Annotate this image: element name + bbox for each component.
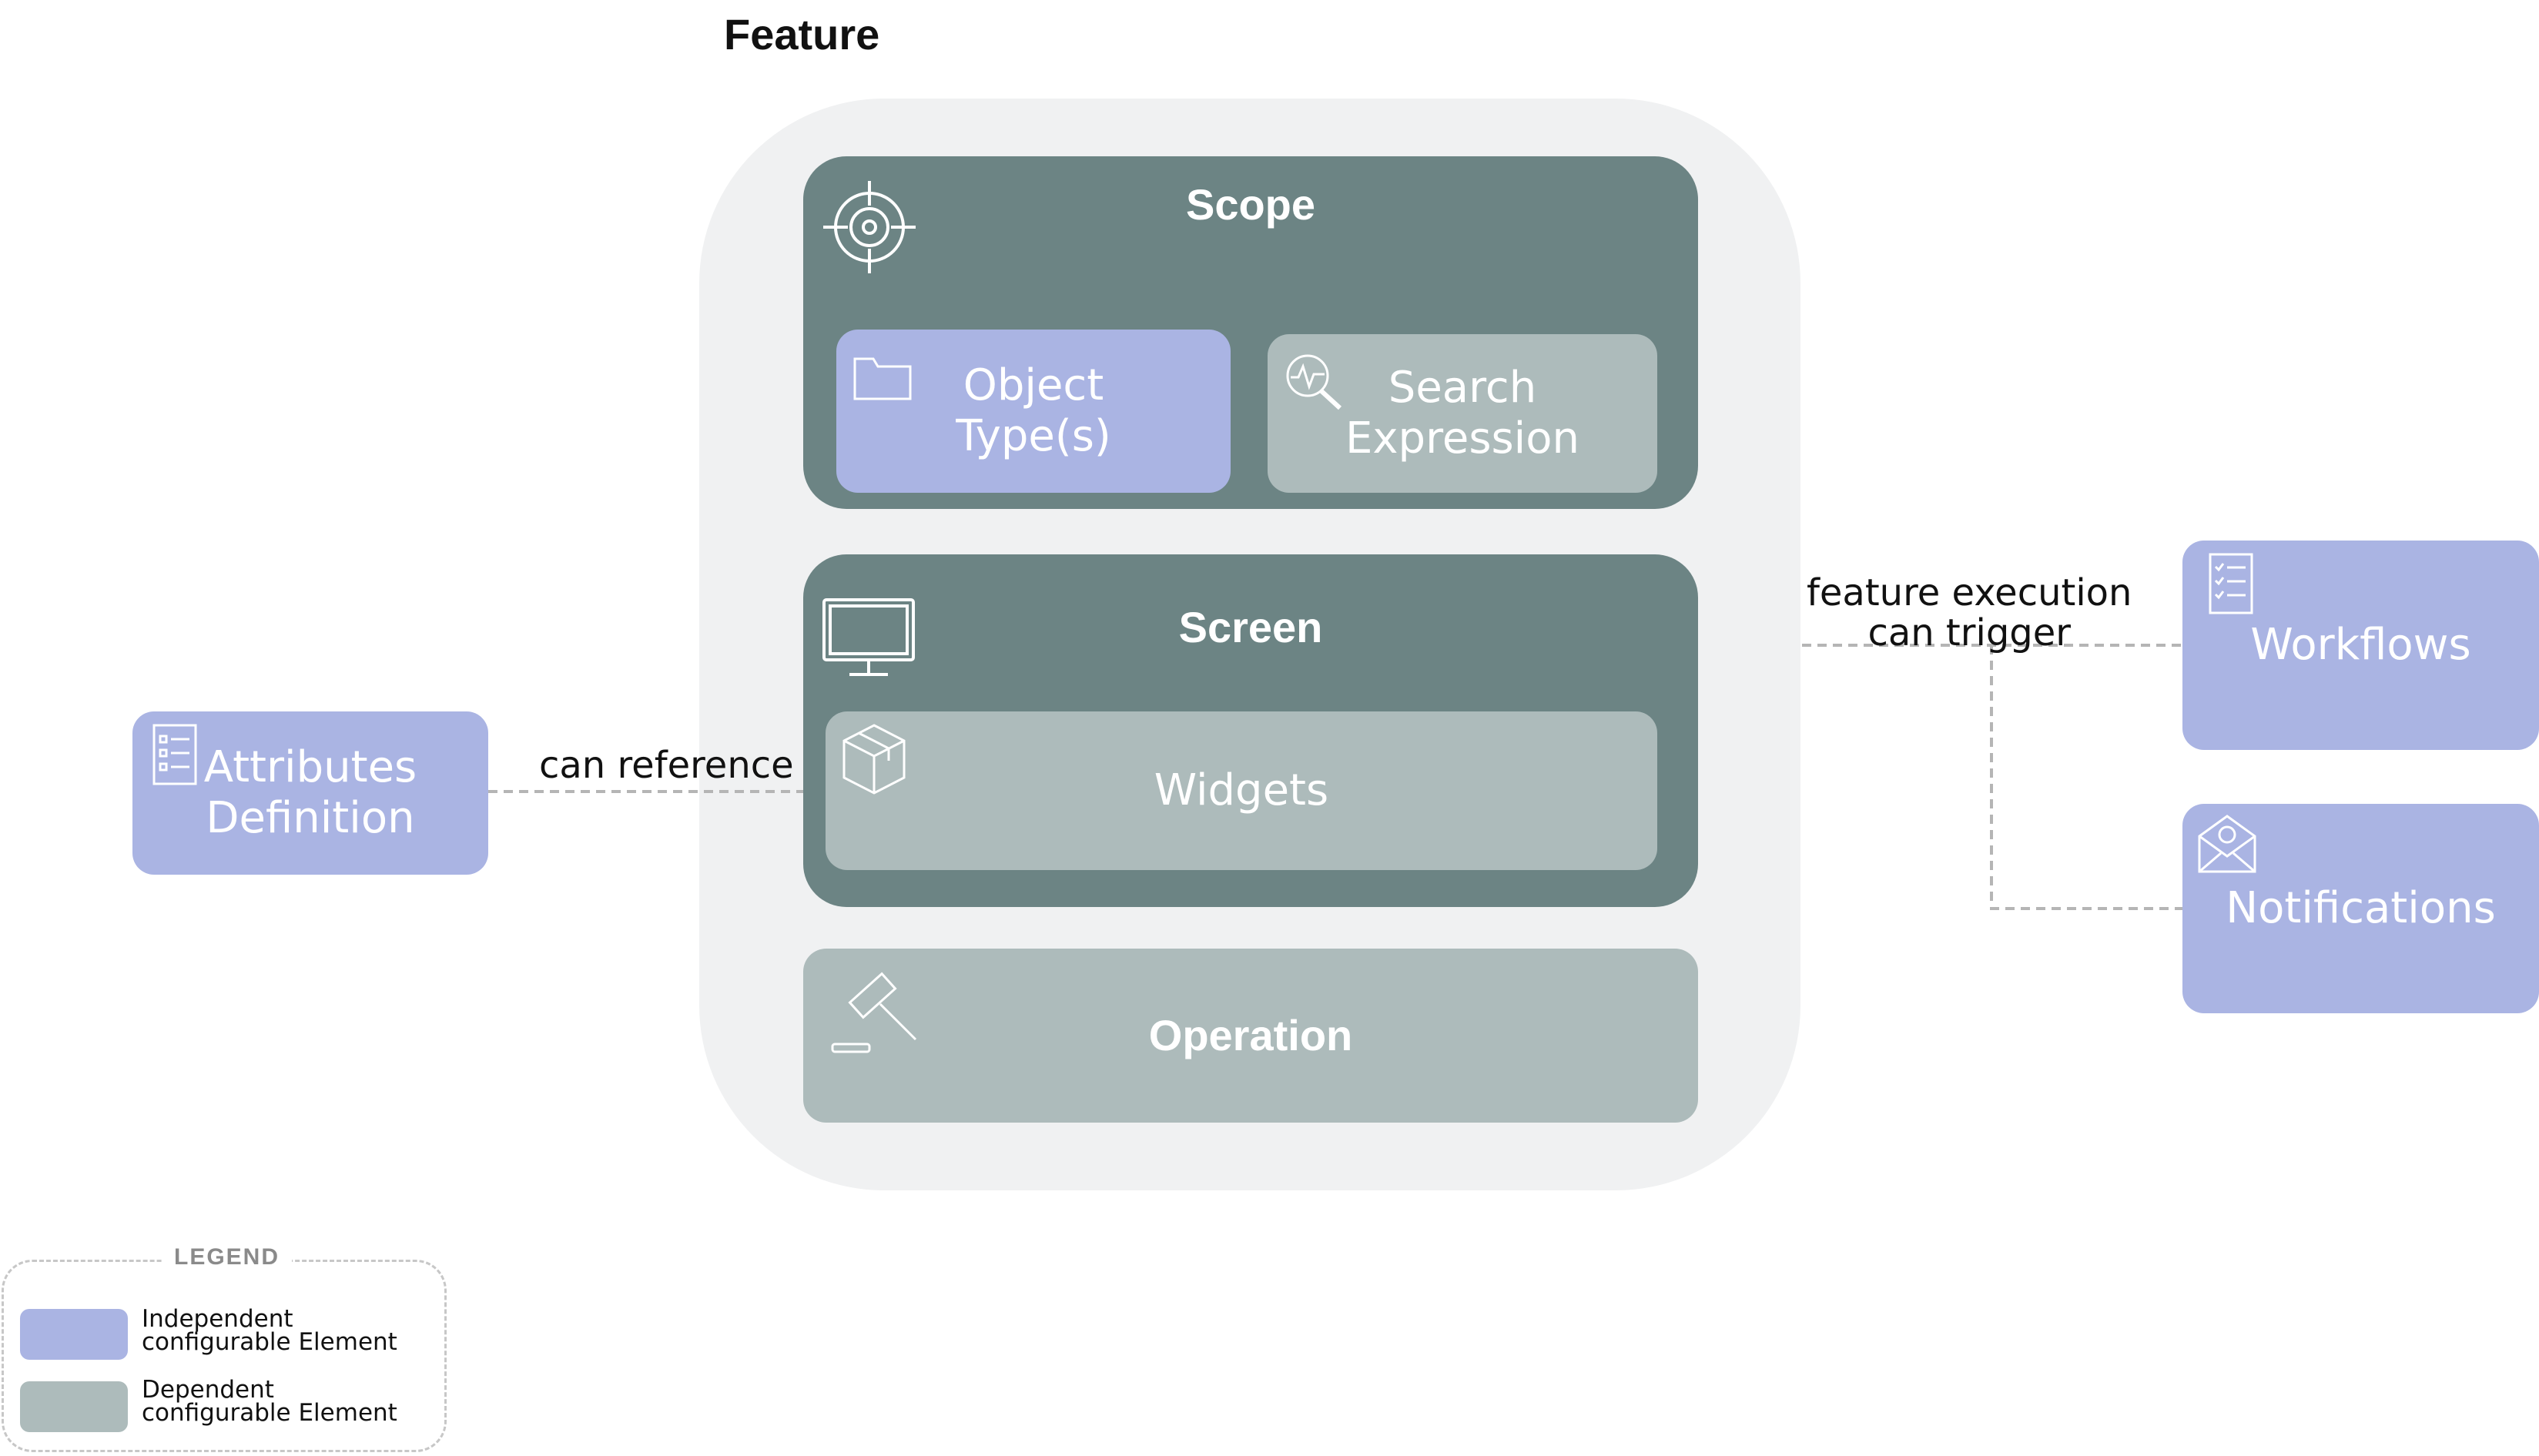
operation-label: Operation <box>1148 1011 1353 1059</box>
object-types-box[interactable]: Object Type(s) <box>836 330 1231 493</box>
monitor-icon <box>822 598 915 676</box>
attributes-definition-box[interactable]: Attributes Definition <box>132 711 488 875</box>
mail-icon <box>2198 815 2256 873</box>
notifications-label: Notifications <box>2226 883 2496 933</box>
checklist-icon <box>152 724 197 785</box>
attributes-definition-label: Attributes Definition <box>203 742 417 843</box>
can-reference-label: can reference <box>539 744 794 787</box>
object-types-label: Object Type(s) <box>956 360 1111 461</box>
legend-dependent-swatch <box>20 1381 128 1432</box>
feature-execution-label: feature execution can trigger <box>1807 571 2132 654</box>
target-icon <box>823 181 916 273</box>
operation-box[interactable]: Operation <box>803 949 1698 1123</box>
legend-title: LEGEND <box>162 1244 293 1270</box>
notifications-connector <box>1990 645 2182 910</box>
widgets-label: Widgets <box>1154 765 1329 815</box>
search-expression-box[interactable]: Search Expression <box>1268 334 1657 493</box>
gavel-icon <box>831 972 917 1053</box>
legend-independent-swatch <box>20 1309 128 1360</box>
workflows-label: Workflows <box>2250 620 2471 670</box>
widgets-box[interactable]: Widgets <box>826 711 1657 870</box>
scope-title: Scope <box>1185 180 1316 229</box>
notifications-box[interactable]: Notifications <box>2182 804 2539 1013</box>
workflows-box[interactable]: Workflows <box>2182 541 2539 750</box>
search-expression-label: Search Expression <box>1345 363 1579 464</box>
screen-title: Screen <box>1178 603 1323 651</box>
legend-independent-label: Independent configurable Element <box>142 1305 397 1356</box>
search-pulse-icon <box>1286 354 1342 410</box>
feature-title: Feature <box>724 10 880 59</box>
package-icon <box>842 724 906 795</box>
folder-icon <box>853 357 912 400</box>
legend-dependent-label: Dependent configurable Element <box>142 1376 397 1427</box>
checklist-icon <box>2209 553 2253 614</box>
